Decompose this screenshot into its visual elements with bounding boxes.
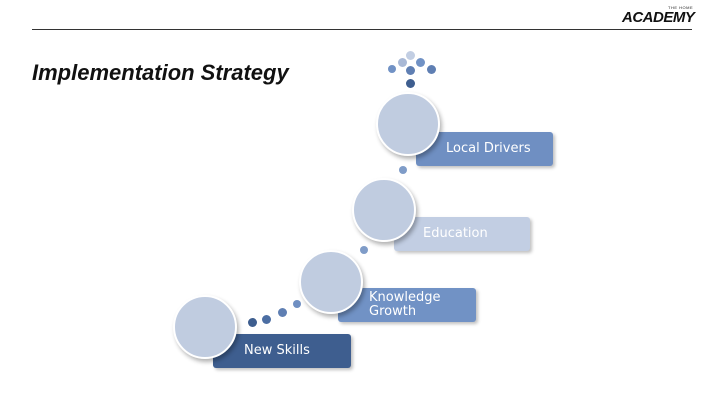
header-divider [32, 29, 692, 30]
decor-dot [248, 318, 257, 327]
step-bar-education: Education [394, 217, 530, 251]
step-label-knowledge-growth: Knowledge Growth [369, 290, 441, 319]
page-title: Implementation Strategy [32, 60, 289, 85]
decor-dot [399, 166, 407, 174]
step-label-new-skills: New Skills [244, 343, 310, 358]
decor-dot [293, 300, 301, 308]
decor-dot [262, 315, 271, 324]
decor-dot [406, 79, 415, 88]
step-circle-education [352, 178, 416, 242]
step-circle-knowledge-growth [299, 250, 363, 314]
decor-dot [398, 58, 407, 67]
decor-dot [388, 65, 396, 73]
step-label-local-drivers: Local Drivers [446, 141, 531, 156]
logo-tagline: THE HOME [668, 5, 694, 10]
decor-dot [360, 246, 368, 254]
decor-dot [406, 51, 415, 60]
decor-dot [416, 58, 425, 67]
step-bar-knowledge-growth: Knowledge Growth [338, 288, 476, 322]
decor-dot [278, 308, 287, 317]
decor-dot [427, 65, 436, 74]
step-circle-new-skills [173, 295, 237, 359]
academy-logo: ACADEMY [622, 9, 695, 26]
decor-dot [406, 66, 415, 75]
step-bar-new-skills: New Skills [213, 334, 351, 368]
step-label-education: Education [423, 226, 488, 241]
step-bar-local-drivers: Local Drivers [416, 132, 553, 166]
step-circle-local-drivers [376, 92, 440, 156]
